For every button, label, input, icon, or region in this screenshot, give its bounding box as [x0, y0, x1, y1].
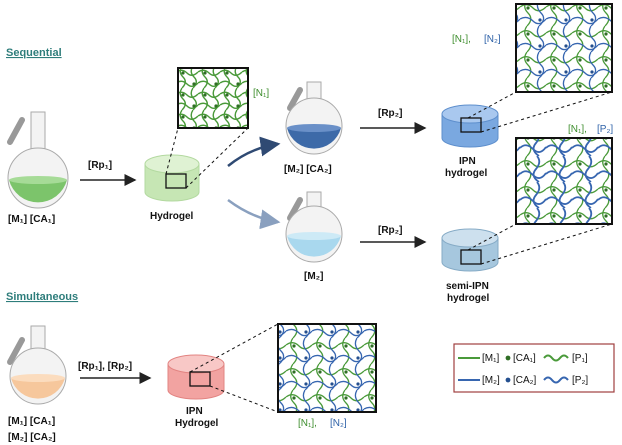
section-title-sequential: Sequential — [6, 47, 62, 59]
legend: [M₁] [CA₁] [P₁] [M₂] [CA₂] [P₂] — [453, 343, 615, 393]
hydrogel-semi-ipn — [441, 228, 499, 272]
zoom-line-2b — [480, 91, 613, 133]
label-semi-line1: semi-IPN — [446, 281, 489, 292]
legend-ca2-label: [CA₂] — [513, 375, 537, 386]
label-rp1: [Rp₁] — [88, 160, 112, 171]
label-rp2-top: [Rp₂] — [378, 108, 402, 119]
legend-ca1-label: [CA₁] — [513, 353, 536, 364]
label-ipn-line2: hydrogel — [445, 168, 487, 179]
zoom-line-3b — [480, 223, 613, 265]
label-rp1-rp2: [Rp₁], [Rp₂] — [78, 361, 132, 372]
label-m1-ca1: [M₁] [CA₁] — [8, 214, 55, 225]
flask-m2-ca2 — [285, 81, 343, 155]
zoom-line-1a — [165, 127, 179, 175]
label-p2-mid: [P₂] — [597, 124, 613, 135]
label-m2-ca2: [M₂] [CA₂] — [284, 164, 332, 175]
network-zoom-ipn — [515, 3, 613, 93]
hydrogel-ipn-red — [167, 354, 225, 400]
legend-ca2-dot — [505, 377, 511, 383]
legend-p1-wave — [543, 354, 569, 362]
label-rp2-bottom: [Rp₂] — [378, 225, 402, 236]
network-zoom-semi-ipn — [515, 137, 613, 225]
legend-m2-label: [M₂] — [482, 375, 500, 386]
legend-p2-label: [P₂] — [572, 375, 588, 386]
network-zoom-ipn-simultaneous — [277, 323, 377, 413]
network-zoom-n1 — [177, 67, 249, 129]
label-sim-m2-ca2: [M₂] [CA₂] — [8, 432, 56, 443]
hydrogel-green — [144, 154, 200, 202]
label-n1-mid: [N₁], — [568, 124, 587, 135]
flask-m1-ca1 — [7, 111, 69, 209]
label-ipn-line1: IPN — [459, 156, 476, 167]
hydrogel-ipn-blue — [441, 104, 499, 148]
label-n1-top: [N₁], — [452, 34, 471, 45]
legend-p2-wave — [543, 376, 569, 384]
label-m2: [M₂] — [304, 271, 323, 282]
arrow-to-m2ca2 — [227, 136, 281, 167]
label-ipn2-line1: IPN — [186, 406, 203, 417]
label-ipn2-line2: Hydrogel — [175, 418, 219, 429]
zoom-line-4a — [189, 323, 279, 373]
label-n1-bottom: [N₁], — [298, 418, 317, 429]
label-sim-m1-ca1: [M₁] [CA₁] — [8, 416, 55, 427]
flask-m2 — [285, 191, 343, 263]
section-title-simultaneous: Simultaneous — [6, 291, 78, 303]
zoom-line-1b — [185, 127, 249, 189]
flask-simultaneous — [7, 325, 67, 405]
legend-ca1-dot — [505, 355, 511, 361]
label-n2-top: [N₂] — [484, 34, 501, 45]
label-n2-bottom: [N₂] — [330, 418, 347, 429]
label-hydrogel: Hydrogel — [150, 211, 194, 222]
legend-p1-label: [P₁] — [572, 353, 588, 364]
arrow-to-m2 — [227, 198, 281, 230]
legend-m1-label: [M₁] — [482, 353, 499, 364]
label-semi-line2: hydrogel — [447, 293, 489, 304]
label-n1: [N₁] — [253, 88, 269, 99]
zoom-line-4b — [209, 385, 279, 413]
